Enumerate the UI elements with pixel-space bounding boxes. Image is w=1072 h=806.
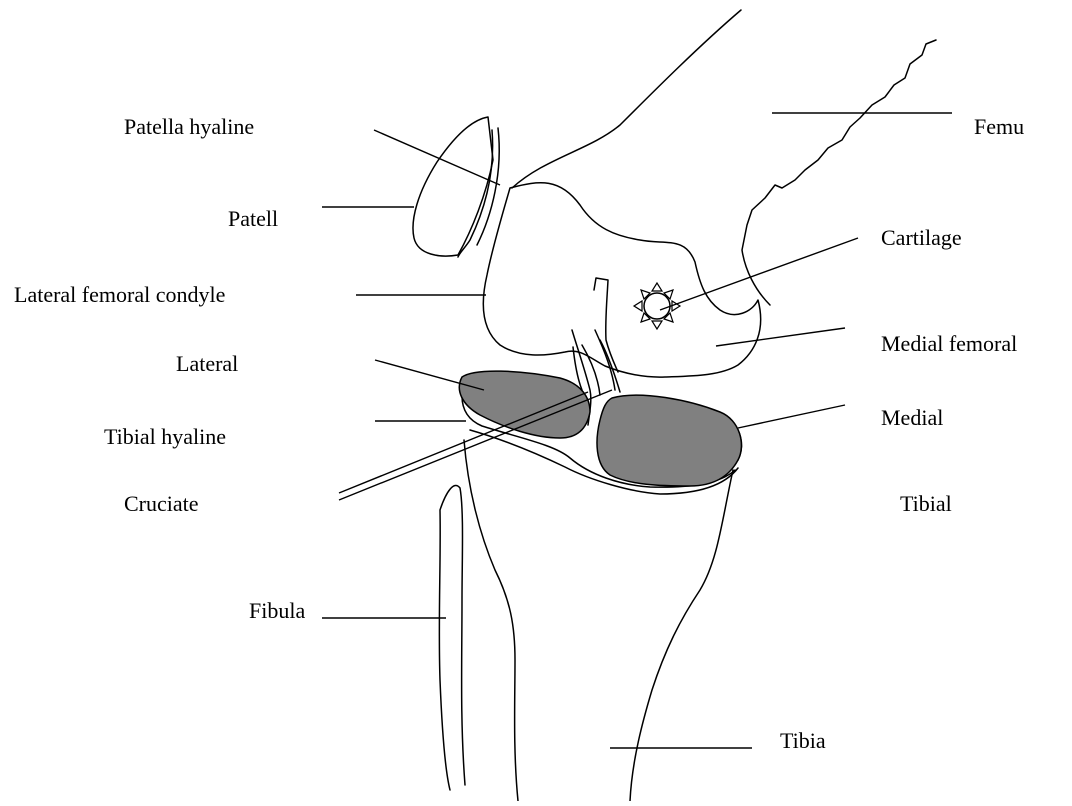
femur-shaft-right-edge [742, 40, 936, 305]
label-lateral-femoral-condyle: Lateral femoral condyle [14, 282, 225, 307]
label-fibula: Fibula [249, 598, 305, 623]
label-tibia: Tibia [780, 728, 826, 753]
label-tibial: Tibial [900, 491, 952, 516]
femoral-condyles-outline [483, 183, 760, 377]
leader-medial-femoral [716, 328, 845, 346]
label-tibial-hyaline: Tibial hyaline [104, 424, 226, 449]
leader-medial [738, 405, 845, 428]
label-patella: Patell [228, 206, 278, 231]
label-patella-hyaline: Patella hyaline [124, 114, 254, 139]
label-medial-femoral: Medial femoral [881, 331, 1017, 356]
sun-icon [634, 283, 680, 329]
label-femur: Femu [974, 114, 1024, 139]
label-lateral: Lateral [176, 351, 238, 376]
tibia-shaft-left-edge [464, 440, 518, 801]
label-medial: Medial [881, 405, 943, 430]
leader-cartilage [660, 238, 858, 310]
labels: Patella hyaline Femu Patell Cartilage La… [14, 114, 1024, 753]
patella-hyaline-line-1 [458, 130, 493, 257]
lateral-meniscus [459, 371, 590, 438]
femur-shaft-left-edge [512, 10, 741, 188]
tibia-shaft-right-edge [630, 470, 733, 801]
medial-meniscus [597, 395, 741, 486]
fibula-outline [439, 485, 465, 790]
menisci [459, 371, 741, 486]
leader-patella-hyaline [374, 130, 500, 185]
label-cartilage: Cartilage [881, 225, 962, 250]
label-cruciate: Cruciate [124, 491, 199, 516]
